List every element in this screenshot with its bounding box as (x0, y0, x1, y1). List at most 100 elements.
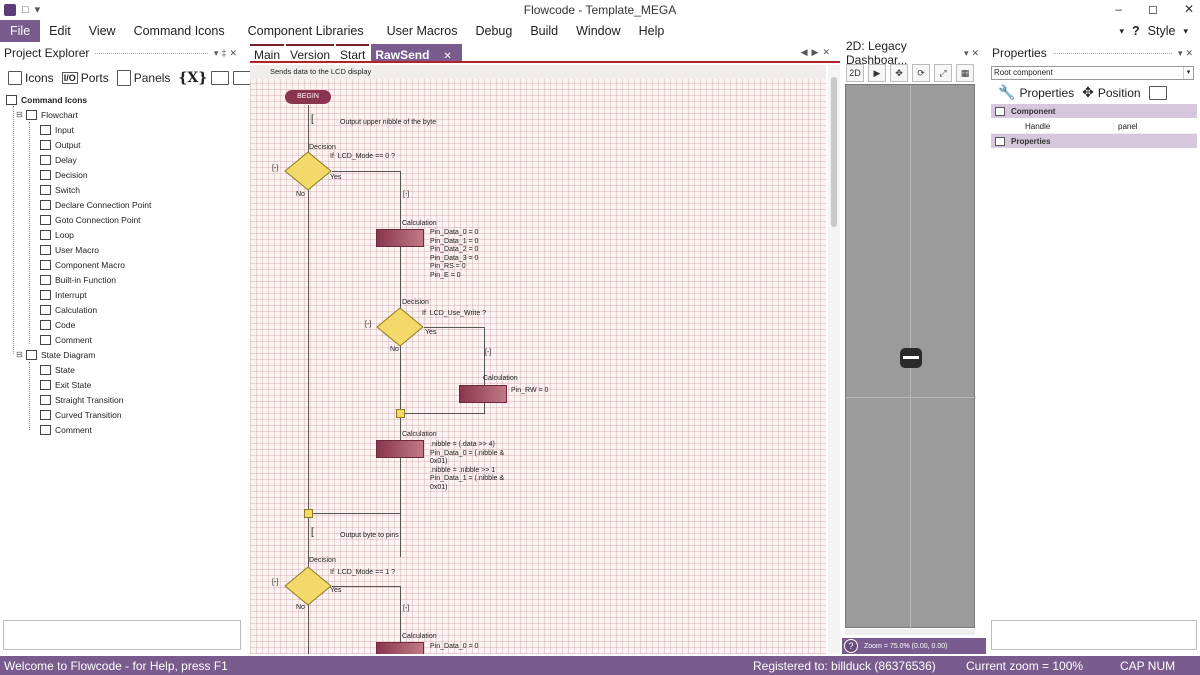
tree-item[interactable]: Decision (4, 167, 240, 182)
comment-upper-nibble[interactable]: Output upper nibble of the byte (340, 119, 437, 126)
panel-controls[interactable]: ▾✕ (963, 47, 982, 58)
menu-debug[interactable]: Debug (475, 24, 513, 38)
decision3-diamond[interactable] (284, 566, 332, 606)
chip-icon[interactable] (211, 71, 230, 85)
menu-dropdown-icon[interactable]: ▾ (1119, 25, 1125, 36)
tree-item[interactable]: Delay (4, 152, 240, 167)
tree-item[interactable]: ⊟State Diagram (4, 347, 240, 362)
tree-item[interactable]: ⊟Flowchart (4, 107, 240, 122)
variables-icon[interactable]: {X} (178, 70, 208, 86)
menu-build[interactable]: Build (530, 24, 559, 38)
tab-start[interactable]: Start (336, 44, 370, 62)
tab-rawsend[interactable]: RawSend✕ (371, 44, 462, 62)
collapse-toggle[interactable]: [-] (272, 579, 279, 586)
film-icon[interactable] (1148, 85, 1167, 100)
collapse-toggle[interactable]: [-] (485, 349, 492, 356)
calc1-block[interactable] (376, 229, 424, 247)
tree-item[interactable]: Switch (4, 182, 240, 197)
tree-item[interactable]: User Macro (4, 242, 240, 257)
tree-item[interactable]: Goto Connection Point (4, 212, 240, 227)
tree-item[interactable]: Built-in Function (4, 272, 240, 287)
collapse-toggle[interactable]: [-] (403, 605, 410, 612)
tree-item[interactable]: Curved Transition (4, 407, 240, 422)
view-2d-button[interactable]: 2D (846, 64, 864, 82)
minimize-button[interactable]: – (1115, 2, 1122, 16)
maximize-button[interactable]: ◻ (1147, 2, 1158, 16)
expand-toggle-icon[interactable]: ⊟ (16, 110, 23, 119)
group-properties[interactable]: Properties (991, 134, 1197, 149)
menu-file[interactable]: File (0, 20, 41, 42)
tab-panels[interactable]: Panels (116, 70, 170, 86)
lcd-component[interactable] (900, 348, 922, 368)
expand-toggle-icon[interactable]: ⊟ (16, 350, 23, 359)
calc4-block[interactable] (376, 642, 424, 654)
menu-view[interactable]: View (88, 24, 116, 38)
chip-pins-icon[interactable] (233, 71, 252, 85)
collapse-toggle[interactable]: [-] (272, 165, 279, 172)
tree-item[interactable]: Comment (4, 332, 240, 347)
panel-controls[interactable]: ▾‡✕ (213, 47, 240, 58)
tree-item[interactable]: Interrupt (4, 287, 240, 302)
pan-icon[interactable]: ✥ (890, 64, 908, 82)
tree-item[interactable]: Code (4, 317, 240, 332)
tree-item[interactable]: Component Macro (4, 257, 240, 272)
component-selector[interactable]: Root component ▾ (991, 66, 1194, 80)
tab-icons[interactable]: Icons (8, 71, 54, 85)
menu-command-icons[interactable]: Command Icons (133, 24, 225, 38)
calc3-block[interactable] (376, 440, 424, 458)
panel-grip[interactable] (95, 52, 208, 54)
tree-item[interactable]: Declare Connection Point (4, 197, 240, 212)
chevron-down-icon[interactable]: ▾ (1183, 67, 1193, 79)
dashboard-hscroll[interactable] (845, 629, 975, 635)
tree-item[interactable]: Input (4, 122, 240, 137)
property-row[interactable]: Handle panel (991, 119, 1197, 134)
panel-grip[interactable] (1052, 52, 1172, 54)
begin-terminal[interactable]: BEGIN (285, 90, 331, 104)
tab-close-icon[interactable]: ✕ (443, 51, 452, 62)
rotate-icon[interactable]: ⟳ (912, 64, 930, 82)
tab-position[interactable]: ✥ Position (1082, 84, 1140, 101)
style-menu[interactable]: Style (1147, 24, 1176, 38)
collapse-toggle[interactable]: [-] (365, 321, 372, 328)
collapse-toggle[interactable]: [-] (403, 191, 410, 198)
scrollbar-thumb[interactable] (831, 77, 837, 227)
tab-main[interactable]: Main (250, 44, 285, 62)
menu-edit[interactable]: Edit (49, 24, 71, 38)
tree-item[interactable]: State (4, 362, 240, 377)
dropdown-icon[interactable]: ▾ (34, 4, 41, 16)
tree-item[interactable]: Comment (4, 422, 240, 437)
junction-point[interactable] (396, 409, 405, 418)
style-dropdown-icon[interactable]: ▾ (1183, 25, 1188, 36)
tree-item[interactable]: Loop (4, 227, 240, 242)
save-icon[interactable]: □ (22, 3, 29, 16)
group-component[interactable]: Component (991, 104, 1197, 119)
junction-point[interactable] (304, 509, 313, 518)
panel-controls[interactable]: ▾✕ (1177, 47, 1196, 58)
calc2-block[interactable] (459, 385, 507, 403)
decision1-diamond[interactable] (284, 151, 332, 191)
help-icon[interactable]: ? (1132, 24, 1140, 38)
tab-version[interactable]: Version (286, 44, 335, 62)
menu-user-macros[interactable]: User Macros (386, 24, 458, 38)
tree-item[interactable]: Calculation (4, 302, 240, 317)
help-icon[interactable]: ? (844, 639, 858, 653)
menu-help[interactable]: Help (638, 24, 665, 38)
tab-properties[interactable]: 🔧 Properties (998, 84, 1074, 101)
panel-view-icon[interactable]: ▦ (956, 64, 974, 82)
tree-item[interactable]: Straight Transition (4, 392, 240, 407)
comment-output-byte[interactable]: Output byte to pins (340, 532, 399, 539)
tab-ports[interactable]: I/O Ports (61, 71, 109, 85)
fit-icon[interactable]: ⤢ (934, 64, 952, 82)
dashboard-viewport[interactable] (845, 84, 976, 629)
tree-item[interactable]: Exit State (4, 377, 240, 392)
canvas-scrollbar[interactable] (828, 65, 840, 654)
property-value-handle[interactable]: panel (1113, 121, 1197, 131)
tree-item[interactable]: Command Icons (4, 92, 240, 107)
play-icon[interactable]: ▶ (868, 64, 886, 82)
close-button[interactable]: ✕ (1183, 2, 1194, 16)
decision2-diamond[interactable] (376, 307, 424, 347)
flowchart-canvas[interactable]: Sends data to the LCD display BEGIN [ Ou… (250, 65, 826, 654)
tree-item[interactable]: Output (4, 137, 240, 152)
menu-component-libraries[interactable]: Component Libraries (247, 24, 364, 38)
tab-scroll-arrows[interactable]: ◀▶✕ (800, 47, 834, 57)
